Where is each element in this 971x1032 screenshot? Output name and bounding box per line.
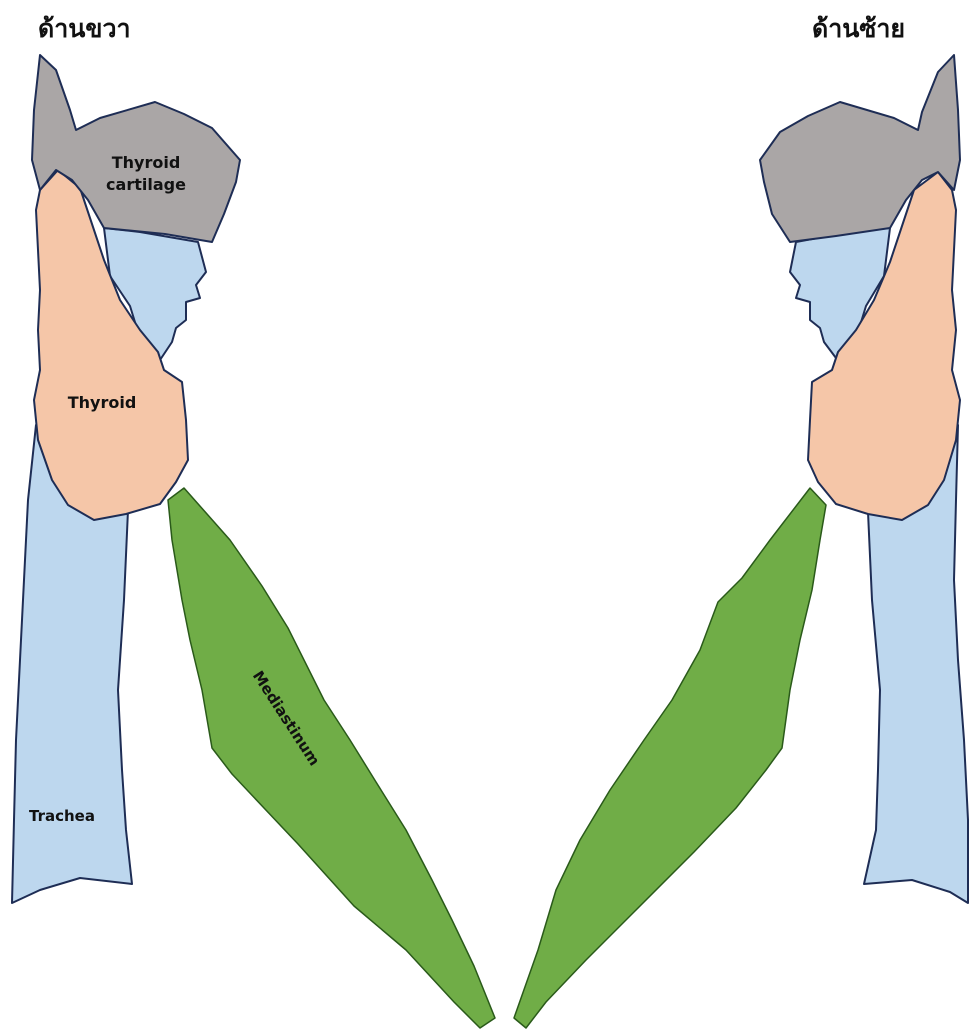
thyroid-label: Thyroid xyxy=(68,393,137,412)
right-side-title: ด้านขวา xyxy=(38,14,131,43)
thyroid-cartilage-label-line1: Thyroid xyxy=(112,153,181,172)
left-side-group: ด้านซ้าย xyxy=(514,14,968,1028)
mediastinum-left-shape xyxy=(514,488,826,1028)
trachea-label: Trachea xyxy=(29,807,95,825)
right-side-group: ด้านขวา Thyroid cartilage Thyroid Trache… xyxy=(12,14,495,1028)
left-side-title: ด้านซ้าย xyxy=(812,14,905,43)
thyroid-cartilage-label-line2: cartilage xyxy=(106,175,186,194)
mediastinum-right-shape xyxy=(168,488,495,1028)
